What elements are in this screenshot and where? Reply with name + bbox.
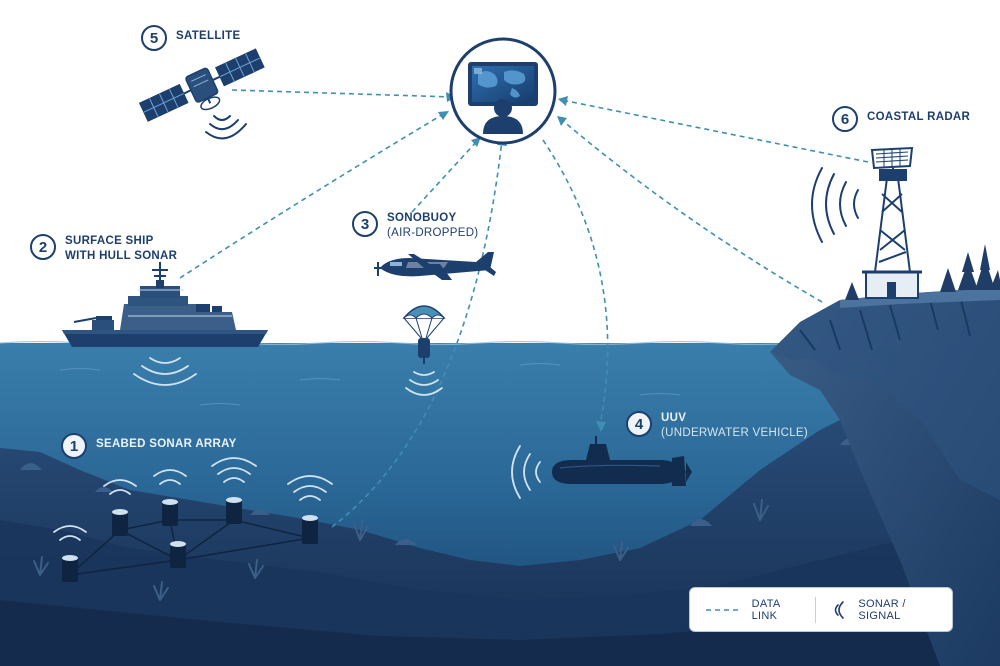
dashed-line-icon xyxy=(706,608,742,611)
callout-number: 1 xyxy=(61,433,87,459)
callout-label: SATELLITE xyxy=(176,30,241,42)
submarine-icon xyxy=(552,436,692,486)
callout-number: 2 xyxy=(30,234,56,260)
legend-item-sonar: SONAR / SIGNAL xyxy=(830,598,938,622)
callout-sublabel: (UNDERWATER VEHICLE) xyxy=(661,427,808,439)
sonar-node xyxy=(226,497,242,524)
coastline-cliff xyxy=(770,244,1000,666)
callout-label: SONOBUOY xyxy=(387,212,457,224)
legend-label-sonar: SONAR / SIGNAL xyxy=(858,597,906,622)
sonar-node xyxy=(62,555,78,582)
legend-divider xyxy=(814,596,816,623)
callout-satellite: 5 SATELLITE xyxy=(141,25,240,51)
sonar-wave-icon xyxy=(133,357,197,386)
parachute-icon xyxy=(402,305,446,364)
callout-sublabel: WITH HULL SONAR xyxy=(65,250,178,262)
data-link-uuv xyxy=(542,139,609,426)
callout-label: COASTAL RADAR xyxy=(867,111,971,123)
callout-coastal-radar: 6 COASTAL RADAR xyxy=(832,106,970,132)
callout-number: 5 xyxy=(141,25,167,51)
sonar-wave-icon xyxy=(811,167,859,243)
callout-number: 6 xyxy=(832,106,858,132)
sonar-wave-icon xyxy=(205,115,247,140)
data-link-satellite xyxy=(231,89,453,98)
callout-label: UUV xyxy=(661,412,687,424)
callout-surface-ship: 2 SURFACE SHIP WITH HULL SONAR xyxy=(30,234,177,264)
aircraft-icon xyxy=(374,252,496,280)
sonar-wave-icon xyxy=(53,457,333,541)
legend-label-data-link: DATA LINK xyxy=(751,597,780,622)
satellite-icon xyxy=(138,48,265,122)
sonar-wave-icon xyxy=(834,600,844,619)
sonar-node xyxy=(162,499,178,526)
callout-sonobuoy: 3 SONOBUOY (AIR-DROPPED) xyxy=(352,211,478,241)
callout-number: 4 xyxy=(626,411,652,437)
legend-item-data-link: DATA LINK xyxy=(704,598,801,622)
legend: DATA LINK SONAR / SIGNAL xyxy=(689,587,953,632)
data-link-seabed xyxy=(331,139,503,528)
sonar-nodes xyxy=(62,497,318,582)
data-links xyxy=(179,89,869,528)
callout-label: SURFACE SHIP xyxy=(65,235,154,247)
data-link-ship xyxy=(179,112,446,279)
sonar-node xyxy=(302,515,318,544)
callout-label: SEABED SONAR ARRAY xyxy=(96,438,237,450)
callout-seabed-array: 1 SEABED SONAR ARRAY xyxy=(61,433,237,459)
sonar-wave-icon xyxy=(511,445,541,499)
command-center-icon xyxy=(449,37,557,145)
ship-icon xyxy=(62,262,268,347)
callout-sublabel: (AIR-DROPPED) xyxy=(387,227,479,239)
sonar-node xyxy=(170,541,186,568)
callout-uuv: 4 UUV (UNDERWATER VEHICLE) xyxy=(626,411,808,441)
radar-tower-icon xyxy=(862,146,922,299)
data-link-radar xyxy=(561,99,869,163)
sonar-wave-icon xyxy=(405,371,443,396)
sonar-node xyxy=(112,509,128,536)
callout-number: 3 xyxy=(352,211,378,237)
data-link-sonobuoy xyxy=(411,139,479,213)
